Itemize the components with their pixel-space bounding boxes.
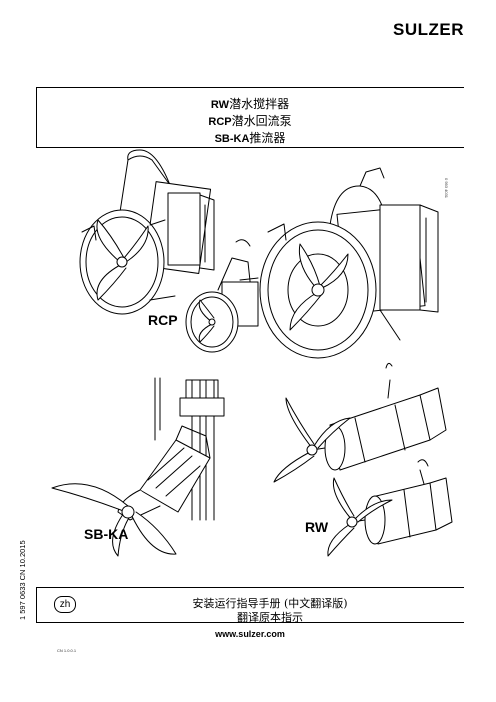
rcp-label: RCP [148,312,178,328]
rw-mixer-lower-drawing [327,459,453,557]
document-code: 1 597 0633 CN 10.2015 [18,540,27,620]
title-left-rule [36,87,37,147]
title-bottom-rule [36,147,464,148]
rw-mixer-upper-drawing [273,362,447,483]
title-sbka: SB-KA推流器 [214,131,286,145]
rcp-large-pump-drawing [79,149,215,315]
sulzer-logo: SULZER [393,20,464,39]
website-link[interactable]: www.sulzer.com [215,629,285,639]
manual-title-block: 安装运行指导手册 (中文翻译版) 翻译原本指示 [150,597,390,625]
sbka-label: SB-KA [84,526,129,542]
sbka-mixer-drawing [51,377,225,557]
illustration-bottom-rule [36,587,464,588]
language-badge: zh [54,596,76,613]
rcp-large-right-drawing [259,167,439,359]
rcp-small-pump-drawing [185,239,259,353]
manual-bottom-rule [36,622,464,623]
title-rcp: RCP潜水回流泵 [208,114,292,128]
product-titles: RW潜水搅拌器 RCP潜水回流泵 SB-KA推流器 [36,96,464,147]
rw-label: RW [305,519,329,535]
manual-left-rule [36,587,37,622]
manual-subtitle: 翻译原本指示 [237,611,303,624]
top-rule [36,87,464,88]
footer-code: CN 1.0.0.1 [57,648,77,653]
manual-title: 安装运行指导手册 (中文翻译版) [192,597,348,610]
title-rw: RW潜水搅拌器 [210,97,290,111]
